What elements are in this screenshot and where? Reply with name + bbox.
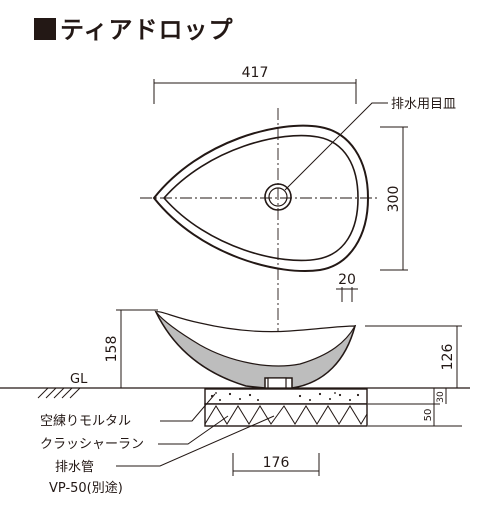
mortar-leader — [160, 393, 216, 422]
dim-height-front-value: 158 — [104, 336, 120, 363]
dim-drain-offset-value: 20 — [338, 272, 356, 288]
crusher-run-leader — [158, 415, 229, 445]
title-square-icon — [34, 18, 56, 40]
label-mortar: 空練りモルタル — [40, 414, 131, 429]
label-ground-line: GL — [70, 372, 88, 387]
dim-base-total-value: 50 — [423, 409, 434, 422]
foundation-mortar — [204, 388, 368, 405]
drain-pipe-leader — [116, 415, 275, 467]
label-crusher-run: クラッシャーラン — [40, 437, 144, 452]
dim-base-upper-value: 30 — [436, 391, 446, 403]
crusher-run-pattern — [204, 405, 368, 425]
label-drain-pipe: 排水管 — [55, 460, 94, 475]
dim-depth-value: 300 — [386, 186, 402, 213]
label-drain-pipe-spec: VP-50(別途) — [49, 480, 123, 496]
side-view — [0, 310, 470, 427]
mortar-dots — [210, 392, 360, 401]
label-drain-plate: 排水用目皿 — [391, 97, 456, 112]
foundation-crusher-run — [204, 403, 368, 427]
dim-bowl-height-value: 126 — [440, 344, 456, 371]
top-view — [140, 79, 408, 425]
bowl-inner — [155, 311, 357, 367]
drain-plate-leader — [284, 102, 388, 191]
page-title: ティアドロップ — [34, 12, 234, 48]
title-text: ティアドロップ — [60, 16, 234, 44]
dim-base-width-value: 176 — [263, 455, 290, 471]
dim-width-value: 417 — [242, 65, 269, 81]
ground-hatch — [37, 387, 81, 399]
basin-outline-inner — [162, 134, 359, 262]
